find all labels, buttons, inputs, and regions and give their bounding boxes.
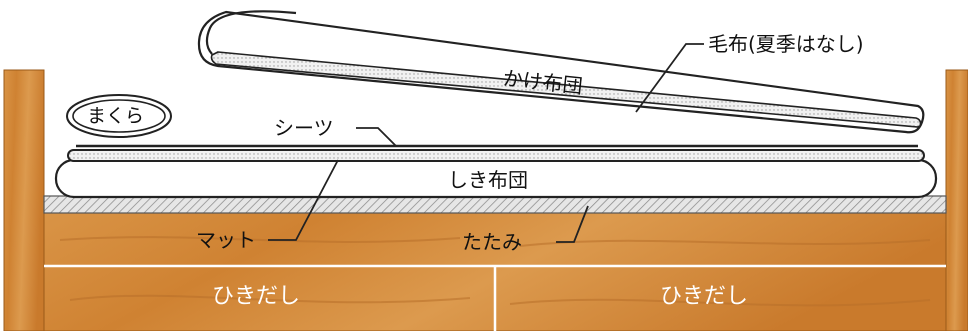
blanket-layer (210, 51, 922, 128)
pillow-inner-outline (72, 99, 166, 133)
mattress-label: しき布団 (448, 168, 528, 192)
sheet-leader (356, 127, 397, 147)
drawer-label-right: ひきだし (660, 284, 749, 309)
mat-layer (67, 149, 925, 162)
mat-leader (268, 159, 339, 241)
sheet-label: シーツ (274, 116, 334, 140)
drawer-label-left: ひきだし (212, 284, 301, 309)
tatami-label: たたみ (462, 230, 522, 254)
right-bedpost (945, 69, 968, 331)
tatami-layer (43, 195, 947, 214)
tatami-leader (556, 205, 589, 243)
pillow (66, 94, 172, 138)
leader-lines (268, 43, 704, 243)
left-bedpost (3, 69, 45, 331)
blanket-label: 毛布(夏季はなし) (708, 32, 864, 56)
pillow-label: まくら (87, 105, 145, 127)
blanket-leader (635, 43, 704, 113)
comforter-group (197, 10, 925, 134)
comforter-fold-line (205, 10, 297, 55)
mat-label: マット (196, 228, 256, 252)
